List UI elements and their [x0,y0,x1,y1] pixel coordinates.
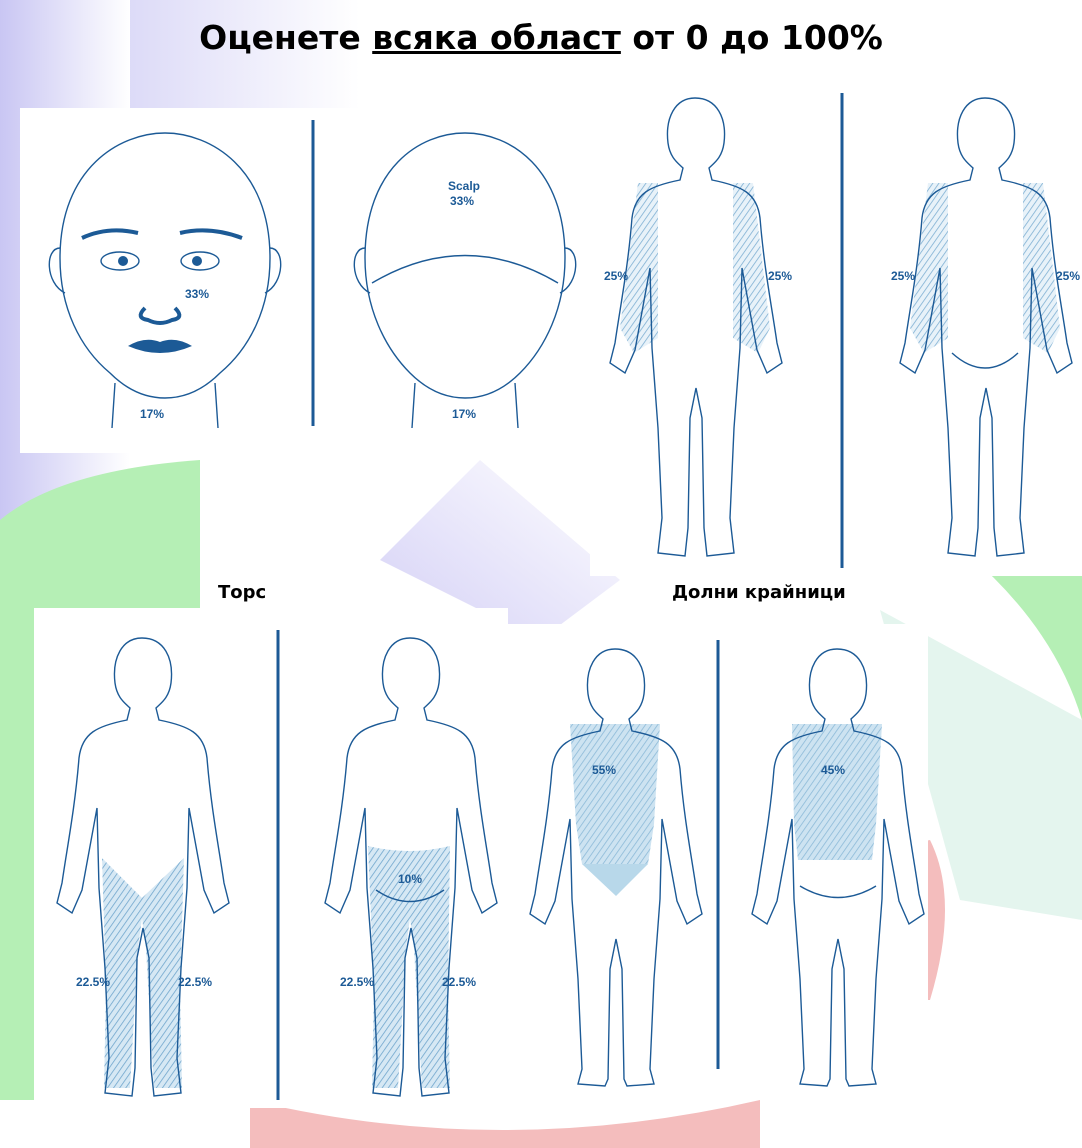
face-neck-percent: 17% [140,407,164,421]
front-torso-percent: 55% [592,763,616,777]
face-front-diagram [49,133,280,428]
back-left-leg-percent: 22.5% [340,975,374,989]
title-underlined: всяка област [372,18,621,57]
scalp-percent: 33% [450,194,474,208]
front-left-leg-percent: 22.5% [76,975,110,989]
torso-panel: 55% 45% [508,624,928,1094]
body-front-legs [57,638,229,1096]
front-right-leg-percent: 22.5% [178,975,212,989]
body-front-torso [530,649,702,1086]
arms-panel: 25% 25% 25% 25% [590,88,1082,576]
legs-panel: 22.5% 22.5% 10% 22.5% 22.5% [34,608,508,1108]
front-left-arm-percent: 25% [604,269,628,283]
head-back-diagram [354,133,575,428]
body-back-arms [900,98,1072,556]
back-neck-percent: 17% [452,407,476,421]
page-title: Оценете всяка област от 0 до 100% [0,18,1082,57]
scalp-label: Scalp [448,179,480,193]
face-cheek-percent: 33% [185,287,209,301]
head-panel: 33% 17% Scalp 33% 17% [20,108,585,453]
body-back-torso [752,649,924,1086]
front-right-arm-percent: 25% [768,269,792,283]
back-torso-percent: 45% [821,763,845,777]
back-buttock-percent: 10% [398,872,422,886]
back-right-leg-percent: 22.5% [442,975,476,989]
back-left-arm-percent: 25% [891,269,915,283]
title-part2: от 0 до 100% [621,18,883,57]
body-back-legs [325,638,497,1096]
lower-limbs-label: Долни крайници [672,582,846,603]
title-part1: Оценете [199,18,372,57]
back-right-arm-percent: 25% [1056,269,1080,283]
torso-label: Торс [218,582,266,603]
body-front-arms [610,98,782,556]
